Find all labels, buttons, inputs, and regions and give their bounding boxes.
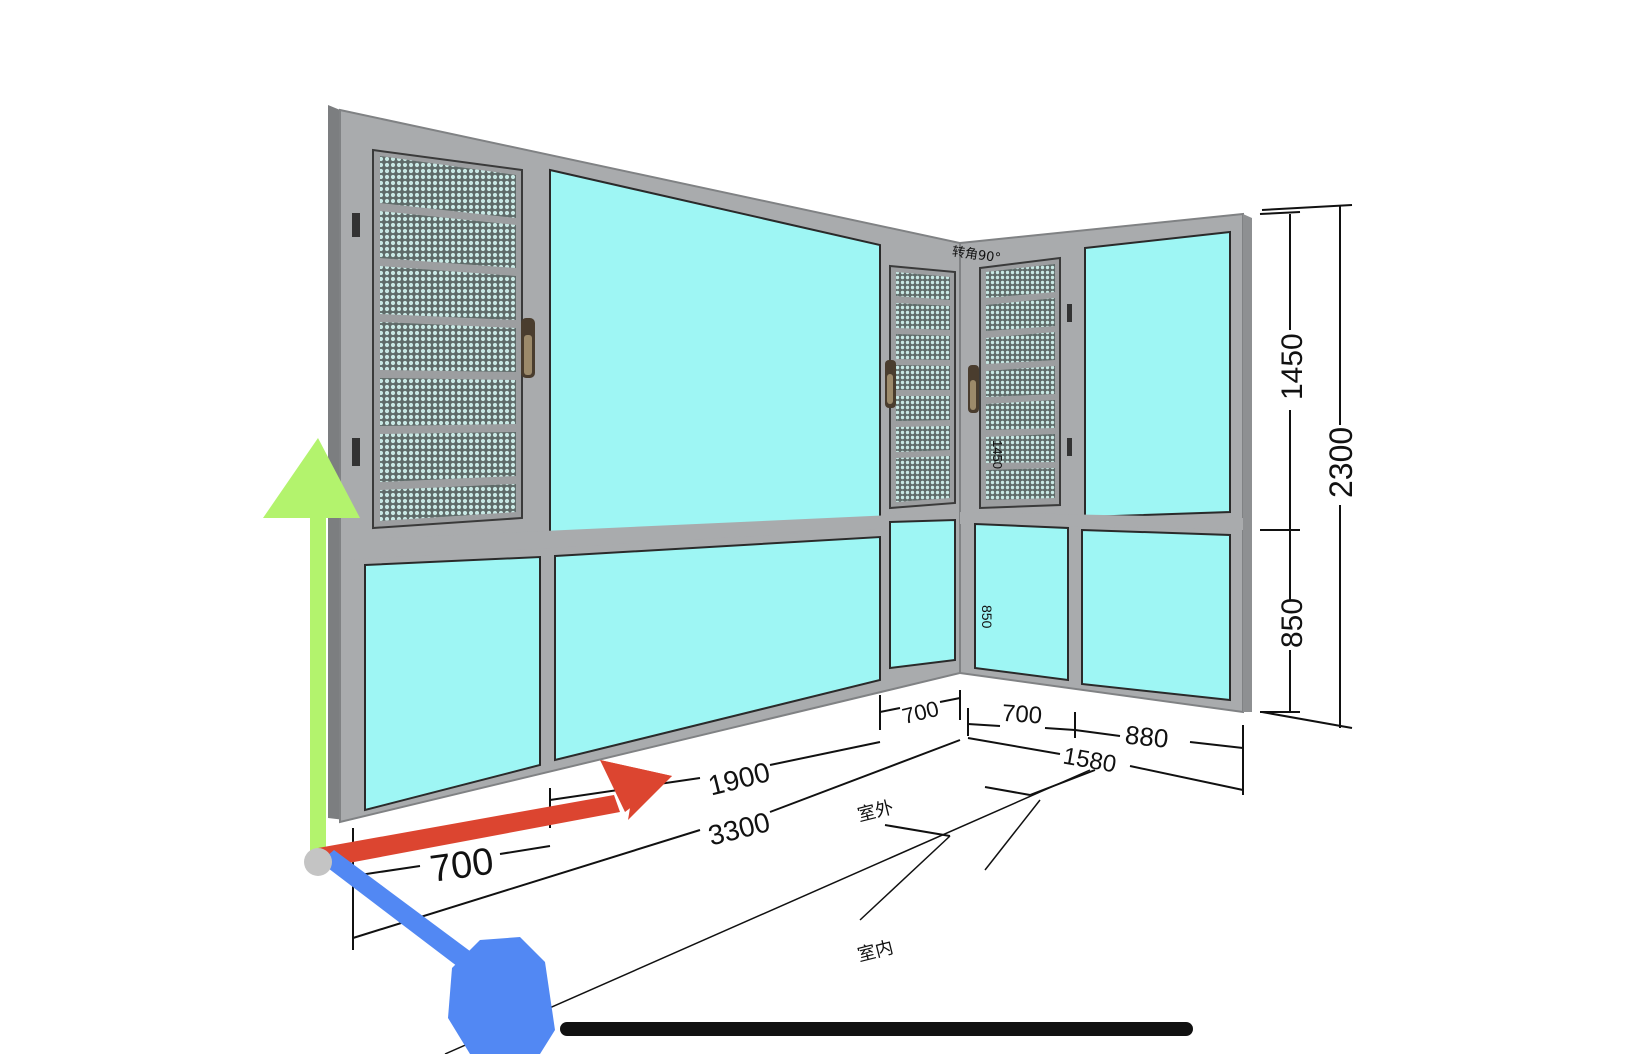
hinge-right-upper-icon xyxy=(1067,304,1072,322)
screen-mesh-corner-left xyxy=(896,272,950,502)
dimension-lines xyxy=(352,204,1353,950)
transom-bar-left xyxy=(345,512,960,560)
glass-bottom-center xyxy=(554,535,881,762)
dim-880: 880 xyxy=(1124,719,1170,753)
dim-700-mid: 700 xyxy=(900,696,942,729)
dim-850-right: 850 xyxy=(1276,598,1309,648)
screen-mesh-left xyxy=(380,156,516,521)
right-window-assembly xyxy=(959,212,1252,714)
indoor-label: 室内 xyxy=(856,937,896,966)
glass-right-top xyxy=(1084,230,1231,519)
red-right-arrow-icon[interactable] xyxy=(318,760,672,868)
dim-1450-inner: 1450 xyxy=(990,440,1005,469)
floor-guide-lines xyxy=(444,769,1091,1054)
right-frame-edge xyxy=(1243,214,1252,712)
window-handle-icon xyxy=(968,365,979,413)
screen-mesh-corner-right xyxy=(986,264,1055,500)
dim-1900: 1900 xyxy=(705,756,773,801)
hinge-right-lower-icon xyxy=(1067,438,1072,456)
blue-diagonal-arrow-icon[interactable] xyxy=(320,850,555,1054)
corner-label: 转角90° xyxy=(951,245,1002,267)
dim-1580: 1580 xyxy=(1061,743,1118,779)
left-window-assembly xyxy=(328,105,961,824)
dim-2300: 2300 xyxy=(1323,427,1359,498)
dim-1450: 1450 xyxy=(1276,333,1309,400)
glass-bottom-corner-left xyxy=(889,518,956,670)
dim-3300: 3300 xyxy=(705,806,773,851)
axis-origin-handle[interactable] xyxy=(304,848,332,876)
home-indicator[interactable] xyxy=(560,1022,1193,1036)
glass-right-bottom-outer xyxy=(1081,528,1231,702)
window-handle-icon xyxy=(521,318,535,378)
glass-bottom-left xyxy=(364,555,541,812)
hinge-lower-icon xyxy=(352,438,360,466)
outdoor-label: 室外 xyxy=(856,797,896,826)
dim-850-inner: 850 xyxy=(979,605,995,629)
axis-gizmo[interactable] xyxy=(263,438,672,1054)
green-up-arrow-icon[interactable] xyxy=(263,438,360,853)
dim-700-right: 700 xyxy=(1001,700,1043,730)
glass-right-bottom-inner xyxy=(974,522,1069,682)
hinge-upper-icon xyxy=(352,213,360,237)
window-handle-icon xyxy=(885,360,896,408)
dim-700-left: 700 xyxy=(428,841,497,891)
